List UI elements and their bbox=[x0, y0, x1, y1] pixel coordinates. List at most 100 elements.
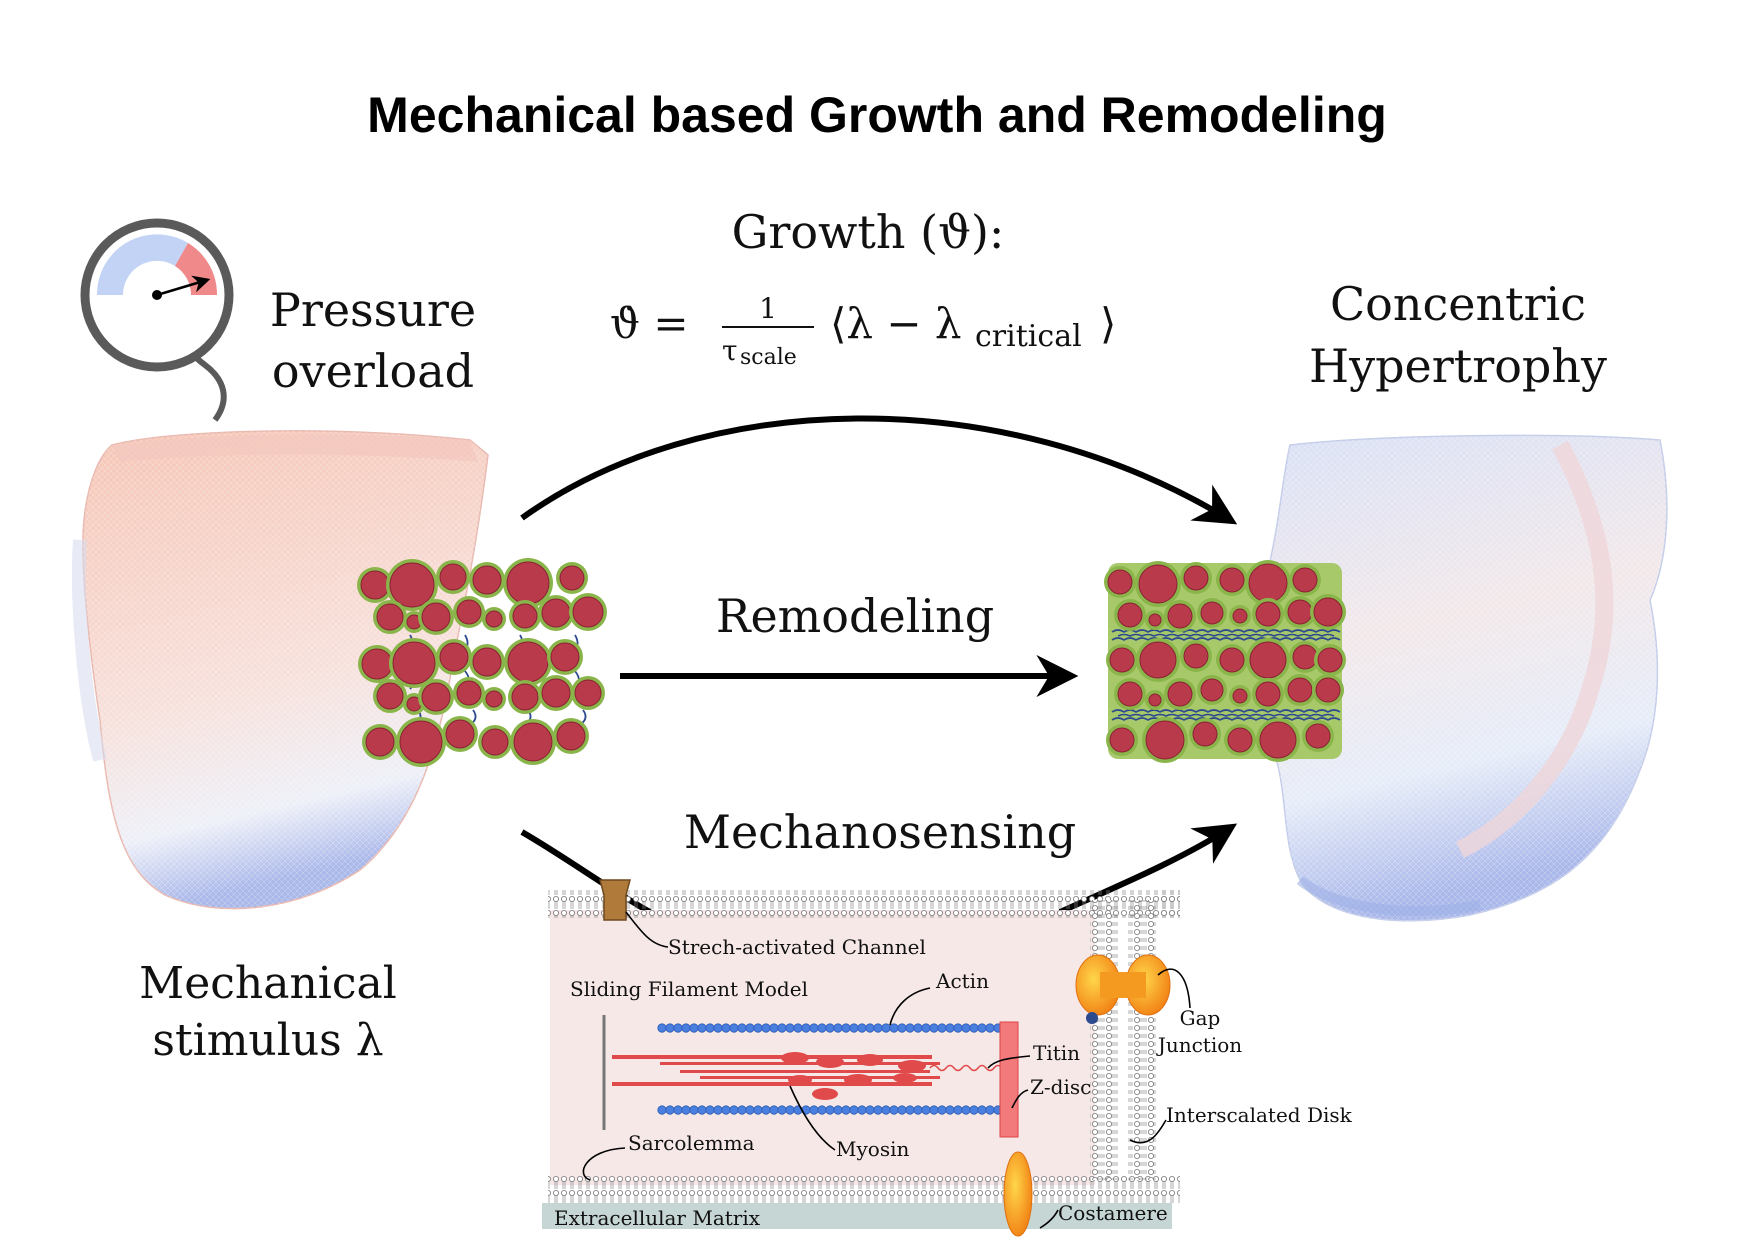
muscle-fiber bbox=[456, 599, 482, 625]
sarcolemma-label: Sarcolemma bbox=[628, 1131, 755, 1155]
actin-bead bbox=[729, 1023, 739, 1033]
actin-bead bbox=[713, 1105, 723, 1115]
collagen-fiber bbox=[1111, 637, 1341, 641]
actin-bead bbox=[705, 1023, 715, 1033]
costamere-label: Costamere bbox=[1058, 1201, 1168, 1225]
collagen-fiber bbox=[1111, 709, 1341, 713]
collagen-fiber bbox=[1111, 717, 1341, 721]
z-disc bbox=[999, 1021, 1019, 1138]
muscle-fiber bbox=[421, 682, 451, 712]
stimulus-label-line2: stimulus λ bbox=[152, 1015, 383, 1066]
formula-denominator-sub: scale bbox=[740, 345, 797, 370]
actin-bead bbox=[977, 1023, 987, 1033]
muscle-fiber bbox=[439, 642, 469, 672]
muscle-fiber bbox=[1227, 727, 1253, 753]
formula-lhs: ϑ̇ = bbox=[610, 299, 689, 348]
actin-bead bbox=[913, 1023, 923, 1033]
page-title: Mechanical based Growth and Remodeling bbox=[367, 87, 1387, 143]
muscle-fiber bbox=[513, 722, 553, 762]
disk-wall-left bbox=[1090, 900, 1118, 1180]
actin-bead bbox=[905, 1023, 915, 1033]
myosin-filaments bbox=[612, 1052, 940, 1100]
muscle-fiber bbox=[1249, 641, 1287, 679]
muscle-fiber bbox=[512, 603, 538, 629]
muscle-fiber bbox=[574, 679, 602, 707]
muscle-fiber bbox=[392, 641, 436, 685]
muscle-fiber bbox=[1232, 608, 1248, 624]
actin-bead bbox=[737, 1023, 747, 1033]
muscle-fiber bbox=[1183, 643, 1209, 669]
actin-bead bbox=[745, 1105, 755, 1115]
actin-bead bbox=[881, 1105, 891, 1115]
actin-bead bbox=[793, 1023, 803, 1033]
gap-label-line1: Gap bbox=[1180, 1006, 1221, 1030]
actin-bead bbox=[881, 1023, 891, 1033]
muscle-fiber bbox=[572, 596, 604, 628]
mechanosensing-label: Mechanosensing bbox=[684, 805, 1076, 859]
gap-junction-icon bbox=[1075, 954, 1171, 1024]
actin-bead bbox=[689, 1105, 699, 1115]
muscle-fiber bbox=[507, 641, 549, 683]
actin-bead bbox=[785, 1023, 795, 1033]
actin-bead bbox=[849, 1023, 859, 1033]
actin-filament-top bbox=[657, 1023, 1003, 1033]
actin-bead bbox=[665, 1105, 675, 1115]
actin-bead bbox=[817, 1023, 827, 1033]
actin-filament-bottom bbox=[657, 1105, 1003, 1115]
actin-bead bbox=[873, 1023, 883, 1033]
actin-bead bbox=[921, 1105, 931, 1115]
titin-label: Titin bbox=[1033, 1041, 1080, 1065]
ecm-band bbox=[542, 1203, 1172, 1229]
actin-bead bbox=[777, 1023, 787, 1033]
actin-bead bbox=[897, 1105, 907, 1115]
muscle-fiber bbox=[1259, 721, 1297, 759]
muscle-fiber bbox=[1248, 563, 1288, 603]
formula-rhs-sub: critical bbox=[975, 319, 1082, 354]
actin-bead bbox=[697, 1023, 707, 1033]
muscle-fiber bbox=[1292, 567, 1318, 593]
muscle-fiber bbox=[1313, 597, 1343, 627]
actin-bead bbox=[785, 1105, 795, 1115]
left-heart-mesh bbox=[72, 430, 489, 910]
muscle-fiber bbox=[376, 682, 404, 710]
actin-bead bbox=[657, 1023, 667, 1033]
muscle-fiber bbox=[1255, 681, 1281, 707]
actin-bead bbox=[953, 1105, 963, 1115]
muscle-fiber bbox=[389, 562, 435, 608]
right-heart-mesh bbox=[1250, 434, 1668, 922]
actin-bead bbox=[865, 1105, 875, 1115]
actin-bead bbox=[753, 1105, 763, 1115]
muscle-fiber bbox=[472, 565, 502, 595]
disk-wall-right bbox=[1128, 900, 1156, 1180]
muscle-fiber bbox=[445, 719, 475, 749]
actin-bead bbox=[849, 1105, 859, 1115]
muscle-fiber bbox=[1139, 641, 1177, 679]
actin-bead bbox=[841, 1023, 851, 1033]
actin-bead bbox=[761, 1105, 771, 1115]
growth-heading: Growth (ϑ): bbox=[732, 205, 1005, 259]
muscle-fiber bbox=[556, 721, 586, 751]
actin-bead bbox=[673, 1105, 683, 1115]
muscle-fiber bbox=[1183, 565, 1209, 591]
actin-bead bbox=[697, 1105, 707, 1115]
actin-bead bbox=[745, 1023, 755, 1033]
muscle-fiber bbox=[1219, 567, 1245, 593]
muscle-fiber bbox=[1305, 723, 1331, 749]
muscle-fiber bbox=[472, 647, 502, 677]
actin-bead bbox=[809, 1023, 819, 1033]
actin-label: Actin bbox=[935, 969, 989, 993]
collagen-fiber bbox=[1117, 713, 1335, 717]
hypertrophy-label-line2: Hypertrophy bbox=[1309, 339, 1607, 393]
myosin-label: Myosin bbox=[836, 1137, 909, 1161]
actin-bead bbox=[657, 1105, 667, 1115]
remodeling-label: Remodeling bbox=[716, 589, 994, 643]
actin-bead bbox=[961, 1105, 971, 1115]
muscle-fiber bbox=[1138, 564, 1178, 604]
muscle-fiber bbox=[1292, 644, 1318, 670]
actin-bead bbox=[721, 1105, 731, 1115]
costamere-icon bbox=[1003, 1151, 1033, 1237]
actin-bead bbox=[833, 1023, 843, 1033]
actin-bead bbox=[969, 1023, 979, 1033]
muscle-fiber bbox=[456, 680, 482, 706]
actin-bead bbox=[937, 1105, 947, 1115]
